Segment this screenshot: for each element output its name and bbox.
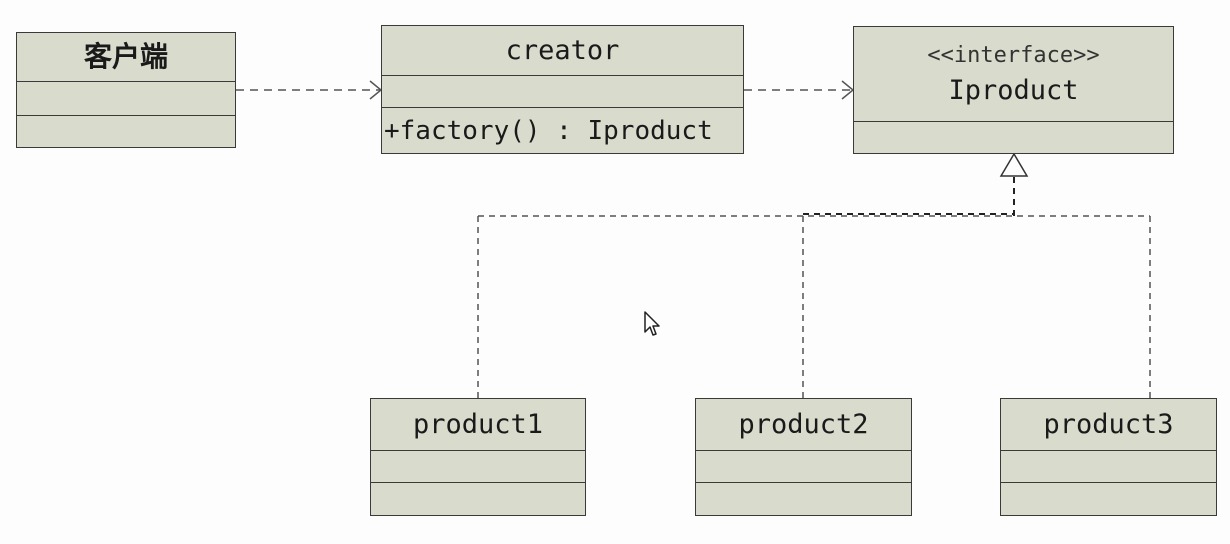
class-product3-operations bbox=[1001, 482, 1216, 515]
creator-factory-operation: +factory() : Iproduct bbox=[384, 115, 713, 146]
class-product2: product2 bbox=[695, 398, 912, 516]
interface-iproduct-name: Iproduct bbox=[948, 74, 1079, 106]
class-product1-name-compartment: product1 bbox=[371, 399, 585, 450]
interface-iproduct-operations bbox=[854, 121, 1173, 153]
mouse-cursor-icon bbox=[644, 311, 660, 336]
class-product3-name-compartment: product3 bbox=[1001, 399, 1216, 450]
realization-triangle bbox=[999, 152, 1029, 177]
class-product2-attributes bbox=[696, 450, 911, 482]
class-product2-name: product2 bbox=[738, 409, 869, 440]
realization-connectors bbox=[477, 152, 1151, 398]
class-product2-name-compartment: product2 bbox=[696, 399, 911, 450]
dependency-client-to-creator bbox=[236, 80, 383, 100]
class-product2-operations bbox=[696, 482, 911, 515]
class-product3-name: product3 bbox=[1043, 409, 1174, 440]
class-creator-name: creator bbox=[505, 35, 620, 66]
class-client-attributes bbox=[17, 81, 235, 115]
class-product3-attributes bbox=[1001, 450, 1216, 482]
class-client-name: 客户端 bbox=[83, 40, 168, 73]
dependency-creator-to-iproduct bbox=[744, 80, 855, 100]
class-client: 客户端 bbox=[16, 32, 236, 148]
class-creator: creator +factory() : Iproduct bbox=[381, 25, 744, 154]
class-product1: product1 bbox=[370, 398, 586, 516]
interface-iproduct: <<interface>> Iproduct bbox=[853, 26, 1174, 154]
class-product1-name: product1 bbox=[412, 409, 544, 440]
class-creator-attributes bbox=[382, 75, 743, 107]
class-client-operations bbox=[17, 115, 235, 147]
class-client-name-compartment: 客户端 bbox=[17, 33, 235, 81]
class-product3: product3 bbox=[1000, 398, 1217, 516]
interface-iproduct-name-compartment: <<interface>> Iproduct bbox=[854, 27, 1173, 121]
class-creator-name-compartment: creator bbox=[382, 26, 743, 75]
class-product1-operations bbox=[371, 482, 585, 515]
class-product1-attributes bbox=[371, 450, 585, 482]
class-creator-operations: +factory() : Iproduct bbox=[382, 107, 743, 153]
interface-stereotype: <<interface>> bbox=[927, 42, 1100, 68]
